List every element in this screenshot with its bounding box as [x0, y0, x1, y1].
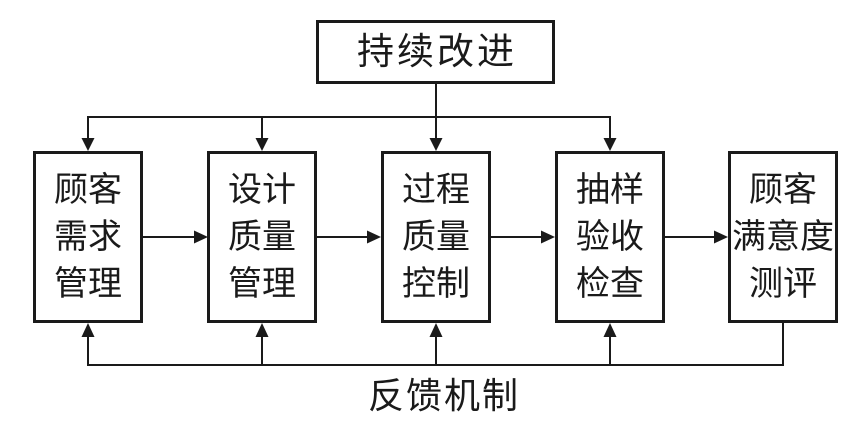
node-label: 持续改进	[357, 31, 517, 73]
node-design-quality-management: 设计 质量 管理	[207, 151, 317, 323]
top-distribution-line	[87, 84, 611, 139]
node-customer-requirements-management: 顾客 需求 管理	[33, 151, 143, 323]
feedback-line	[87, 323, 784, 366]
node-label-line: 测评	[749, 265, 817, 303]
node-continuous-improvement: 持续改进	[316, 20, 555, 84]
sequence-arrows	[143, 230, 728, 244]
node-label-line: 验收	[576, 218, 644, 256]
node-label-line: 质量	[228, 218, 296, 256]
node-label-line: 管理	[228, 265, 296, 303]
node-label-line: 设计	[228, 171, 296, 209]
arrow-right-icon	[714, 230, 728, 244]
arrow-right-icon	[194, 230, 208, 244]
node-label-line: 控制	[402, 265, 470, 303]
arrow-right-icon	[367, 230, 381, 244]
node-label-line: 顾客	[54, 171, 122, 209]
node-label-line: 需求	[54, 218, 122, 256]
node-customer-satisfaction-evaluation: 顾客 满意度 测评	[728, 151, 838, 323]
node-label-line: 检查	[576, 265, 644, 303]
node-label-line: 管理	[54, 265, 122, 303]
node-label-line: 满意度	[732, 218, 834, 256]
node-label-line: 抽样	[576, 171, 644, 209]
arrow-down-icon	[81, 138, 617, 151]
node-process-quality-control: 过程 质量 控制	[381, 151, 491, 323]
arrow-right-icon	[541, 230, 555, 244]
arrow-up-icon	[81, 323, 617, 337]
feedback-mechanism-label: 反馈机制	[367, 376, 520, 416]
node-label-line: 质量	[402, 218, 470, 256]
node-label-line: 顾客	[749, 171, 817, 209]
node-sampling-acceptance-inspection: 抽样 验收 检查	[555, 151, 665, 323]
node-label-line: 过程	[402, 171, 470, 209]
